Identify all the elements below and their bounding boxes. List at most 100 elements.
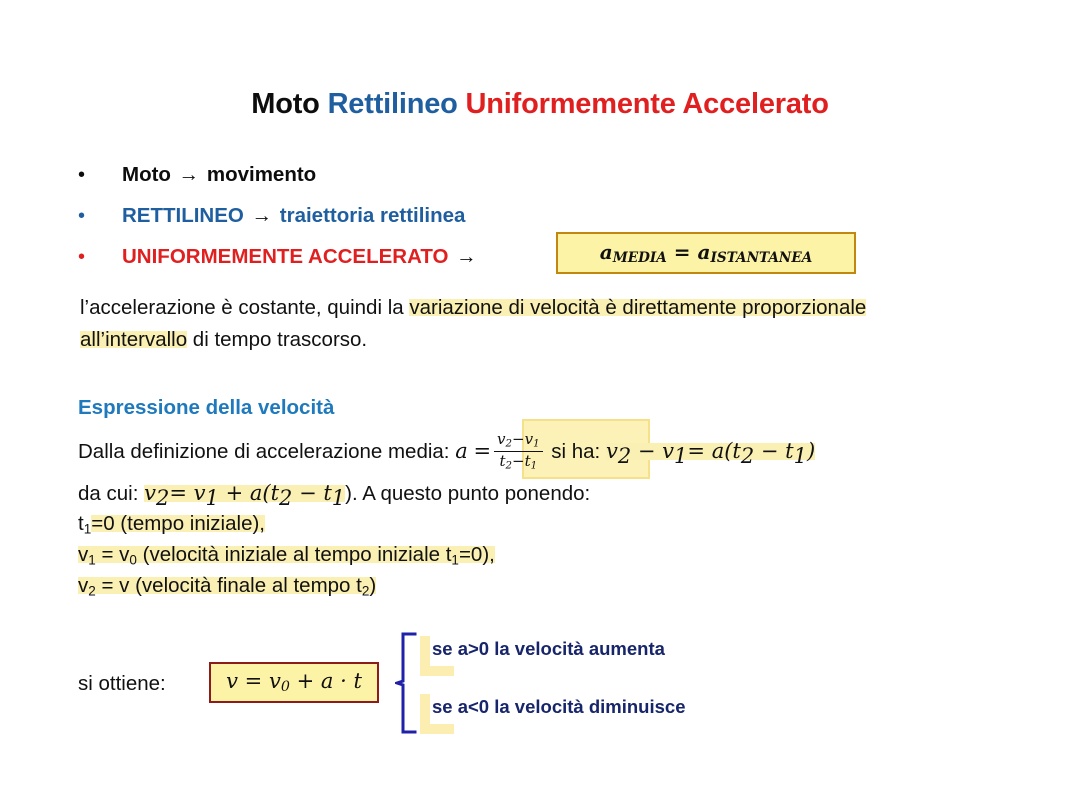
num-minus: −	[512, 430, 525, 448]
bullet-term: RETTILINEO	[122, 204, 244, 227]
dacui-v1-sub: 1	[205, 486, 219, 511]
dacui-t1-sub: 1	[331, 486, 346, 511]
result-label: si ottiene:	[78, 672, 166, 695]
title-part-rettilineo: Rettilineo	[327, 88, 466, 120]
si-ha-text: si ha:	[545, 439, 606, 463]
title-part-uniformemente-accelerato: Uniformemente Accelerato	[465, 88, 829, 120]
result-plus: +	[296, 669, 315, 694]
da-cui-prefix: da cui:	[78, 482, 145, 505]
bullet-definition: movimento	[206, 163, 317, 186]
num-v1: v	[524, 430, 534, 448]
accel-media-symbol: a	[599, 240, 613, 264]
result-dot-operator: ·	[340, 669, 347, 694]
sub-v1-group: v1 = v0 (velocità iniziale al tempo iniz…	[78, 543, 495, 568]
paragraph-segment-3: di tempo trascorso.	[187, 328, 368, 351]
bullet-item-rettilineo-content: RETTILINEO → traiettoria rettilinea	[122, 204, 465, 228]
sub-v2-group: v2 = v (velocità finale al tempo t2)	[78, 574, 377, 599]
accel-media-subscript: MEDIA	[612, 249, 667, 266]
bullet-list: • Moto → movimento • RETTILINEO → traiet…	[78, 163, 638, 286]
fraction-numerator: v2−v1	[494, 431, 543, 451]
substitution-line-t1: t1=0 (tempo iniziale),	[78, 509, 265, 544]
den-t1-sub: 1	[530, 460, 538, 472]
paragraph-segment-1: l’accelerazione è costante, quindi la	[80, 296, 410, 319]
definition-prefix-text: Dalla definizione di accelerazione media…	[78, 439, 456, 463]
den-minus: −	[512, 451, 525, 470]
condition-acceleration-negative: se a<0 la velocità diminuisce	[432, 696, 686, 717]
bullet-definition: traiettoria rettilinea	[279, 204, 466, 227]
condition-highlight-mark-positive	[420, 636, 454, 676]
acceleration-symbol: a	[455, 438, 468, 463]
derived-mid: − t	[754, 438, 794, 463]
dacui-v2: v	[144, 481, 156, 505]
bullet-item-moto: • Moto → movimento	[78, 163, 638, 204]
den-t2-sub: 2	[505, 460, 513, 472]
substitution-line-v1: v1 = v0 (velocità iniziale al tempo iniz…	[78, 540, 495, 575]
derived-paren-close: )	[807, 438, 816, 463]
bullet-item-rettilineo: • RETTILINEO → traiettoria rettilinea	[78, 204, 638, 245]
sub-v2-text2: )	[369, 574, 377, 597]
sub-v1-var: v	[78, 543, 89, 566]
sub-t1-text: =0 (tempo iniziale),	[91, 512, 265, 535]
dacui-t2-sub: 2	[279, 486, 293, 511]
dacui-plus: +	[218, 481, 250, 505]
derived-a: a	[711, 438, 725, 463]
dacui-a: a	[249, 481, 263, 505]
sub-v0-subscript: 0	[129, 552, 137, 568]
equals-operator: =	[673, 240, 691, 264]
derived-equation: v2 − v1= a(t2 − t1)	[605, 438, 816, 468]
bullet-marker-icon: •	[78, 205, 86, 227]
accel-equality-formula-box: aMEDIA = aISTANTANEA	[556, 232, 856, 274]
num-v2: v	[497, 430, 506, 448]
condition-highlight-mark-negative	[420, 694, 454, 734]
accel-istantanea-symbol: a	[697, 240, 711, 264]
section-heading-velocity: Espressione della velocità	[78, 396, 335, 419]
derived-paren-open: (t	[724, 438, 741, 463]
den-t1: t	[524, 451, 531, 470]
title-part-moto: Moto	[251, 88, 328, 120]
acceleration-definition-line: Dalla definizione di accelerazione media…	[78, 431, 816, 473]
derived-equals: =	[687, 438, 712, 463]
bullet-marker-icon: •	[78, 246, 86, 268]
accel-istantanea-subscript: ISTANTANEA	[710, 249, 813, 266]
dacui-v1: v	[193, 481, 206, 505]
sub-t1-subscript: 1	[83, 521, 92, 537]
condition-acceleration-positive: se a>0 la velocità aumenta	[432, 638, 665, 659]
sub-v2-text: = v (velocità finale al tempo t	[95, 574, 362, 597]
constant-acceleration-paragraph: l’accelerazione è costante, quindi la va…	[80, 292, 910, 356]
fraction-denominator: t2−t1	[494, 450, 543, 472]
page-title: Moto Rettilineo Uniformemente Accelerato	[0, 88, 1080, 121]
accel-equality-formula: aMEDIA = aISTANTANEA	[600, 240, 813, 266]
bullet-term: Moto	[122, 163, 171, 186]
da-cui-line: da cui: v2= v1 + a(t2 − t1). A questo pu…	[78, 478, 590, 513]
arrow-right-icon: →	[178, 163, 200, 186]
substitution-line-v2: v2 = v (velocità finale al tempo t2)	[78, 571, 377, 606]
derived-v1: v	[662, 438, 675, 463]
result-a: a	[320, 669, 334, 694]
arrow-right-icon: →	[251, 204, 273, 227]
result-v0: v	[268, 669, 281, 694]
sub-v2-var: v	[78, 574, 89, 597]
result-v: v	[226, 669, 238, 694]
equals-operator: =	[473, 438, 492, 463]
bullet-marker-icon: •	[78, 164, 86, 186]
derived-v2-sub: 2	[617, 443, 632, 468]
sub-v1-text: = v	[95, 543, 130, 566]
dacui-paren-open: (t	[262, 481, 280, 505]
sub-t1-var: t	[78, 512, 84, 535]
sub-t2-ref-subscript: 2	[361, 583, 370, 599]
dacui-equals: =	[169, 481, 194, 505]
dacui-mid: − t	[292, 481, 332, 505]
result-t: t	[353, 669, 362, 694]
bullet-item-uniformemente-accelerato: • UNIFORMEMENTE ACCELERATO →	[78, 245, 638, 286]
dacui-v2-sub: 2	[155, 486, 170, 511]
sub-v1-subscript: 1	[88, 552, 96, 568]
num-v1-sub: 1	[533, 438, 540, 450]
result-equals: =	[244, 669, 263, 694]
derived-minus: −	[631, 438, 663, 463]
curly-brace-icon	[395, 632, 417, 734]
sub-t1-ref-subscript: 1	[451, 552, 459, 568]
sub-v1-text2: (velocità iniziale al tempo iniziale t	[136, 543, 452, 566]
bullet-term: UNIFORMEMENTE ACCELERATO	[122, 245, 449, 268]
sub-v1-text3: =0),	[458, 543, 495, 566]
derived-t2-sub: 2	[740, 443, 755, 468]
